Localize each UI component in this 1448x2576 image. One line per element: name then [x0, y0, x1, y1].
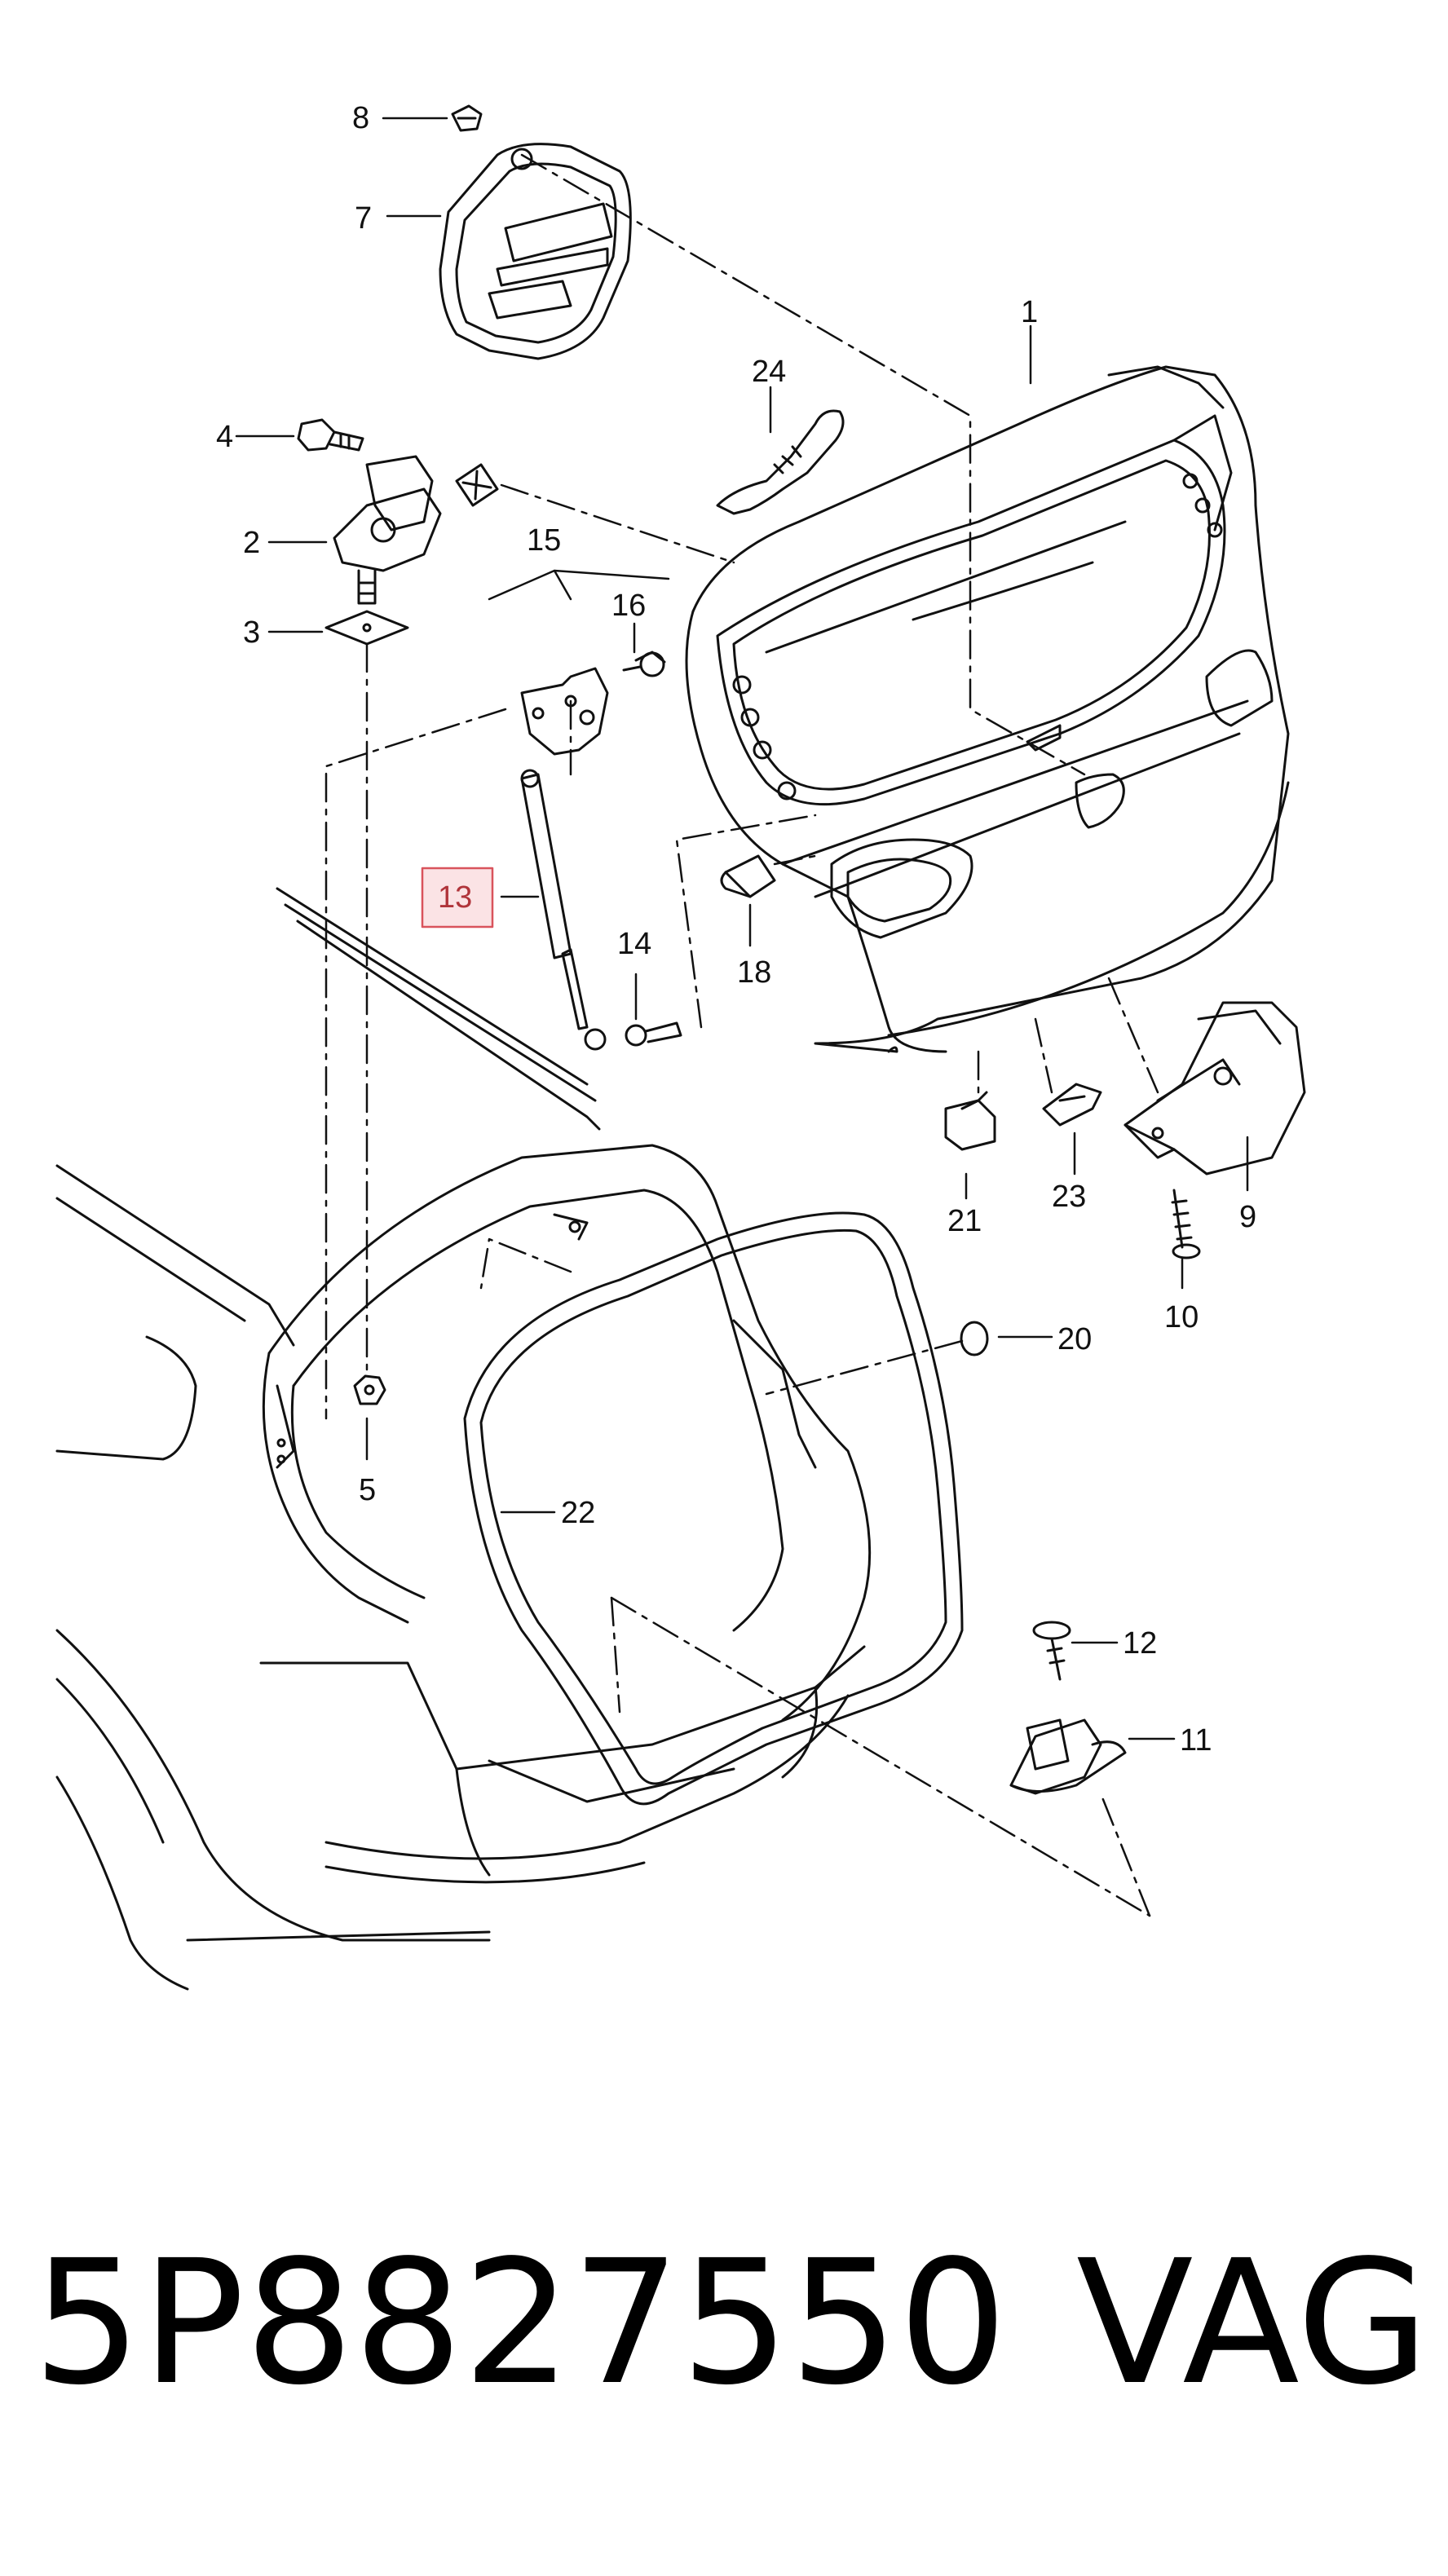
callout-2: 2 — [243, 526, 260, 560]
ball-stud-14 — [625, 1021, 682, 1047]
callout-18: 18 — [737, 955, 771, 990]
buffer-21 — [944, 1091, 996, 1151]
bolt-4 — [297, 418, 364, 452]
callout-12: 12 — [1123, 1626, 1157, 1661]
buffer-18 — [720, 854, 776, 898]
callout-21: 21 — [947, 1204, 982, 1238]
callout-13: 13 — [438, 880, 472, 915]
part-number: 5P8827550 — [33, 2223, 1008, 2423]
cable-24 — [716, 409, 845, 515]
tailgate — [685, 365, 1290, 1053]
callout-3: 3 — [243, 615, 260, 650]
callout-24: 24 — [752, 355, 786, 389]
car-body — [55, 887, 872, 1991]
nut-5 — [353, 1374, 386, 1405]
callout-7: 7 — [355, 201, 372, 236]
callout-8: 8 — [352, 101, 369, 135]
screw-12 — [1032, 1621, 1071, 1681]
callout-10: 10 — [1164, 1300, 1199, 1334]
callout-16: 16 — [611, 589, 646, 623]
buffer-23 — [1042, 1083, 1102, 1127]
pad-3 — [324, 610, 409, 646]
callout-22: 22 — [561, 1496, 595, 1530]
door-seal — [463, 1211, 964, 1806]
washer-pad — [455, 463, 499, 507]
leader-lines — [235, 117, 1249, 1740]
bracket-15 — [520, 667, 609, 756]
clip-8 — [451, 104, 483, 132]
o-ring-20 — [960, 1321, 989, 1356]
callout-15: 15 — [527, 523, 561, 558]
callout-11: 11 — [1180, 1723, 1212, 1758]
callout-9: 9 — [1239, 1200, 1256, 1234]
callout-1: 1 — [1021, 295, 1038, 329]
part-footer: 5P8827550 VAG — [33, 2201, 1429, 2446]
callout-20: 20 — [1057, 1322, 1092, 1356]
callout-labels: 8 7 1 24 4 2 15 16 3 13 14 18 21 23 9 10… — [216, 101, 1256, 1758]
emblem — [439, 143, 632, 360]
callout-4: 4 — [216, 420, 233, 454]
highlight-box — [421, 867, 494, 929]
hinge — [333, 455, 442, 605]
striker-11 — [1009, 1718, 1127, 1795]
brand-name: VAG — [1076, 2223, 1429, 2423]
screw-10 — [1171, 1189, 1201, 1259]
gas-strut — [520, 769, 607, 1051]
callout-14: 14 — [617, 927, 651, 961]
parts-diagram: 8 7 1 24 4 2 15 16 3 13 14 18 21 23 9 10… — [55, 101, 1306, 1991]
lock-9 — [1124, 1001, 1306, 1176]
assembly-lines — [324, 153, 1159, 1917]
callout-23: 23 — [1052, 1180, 1086, 1214]
callout-5: 5 — [359, 1473, 376, 1507]
bolt-16 — [622, 651, 666, 677]
